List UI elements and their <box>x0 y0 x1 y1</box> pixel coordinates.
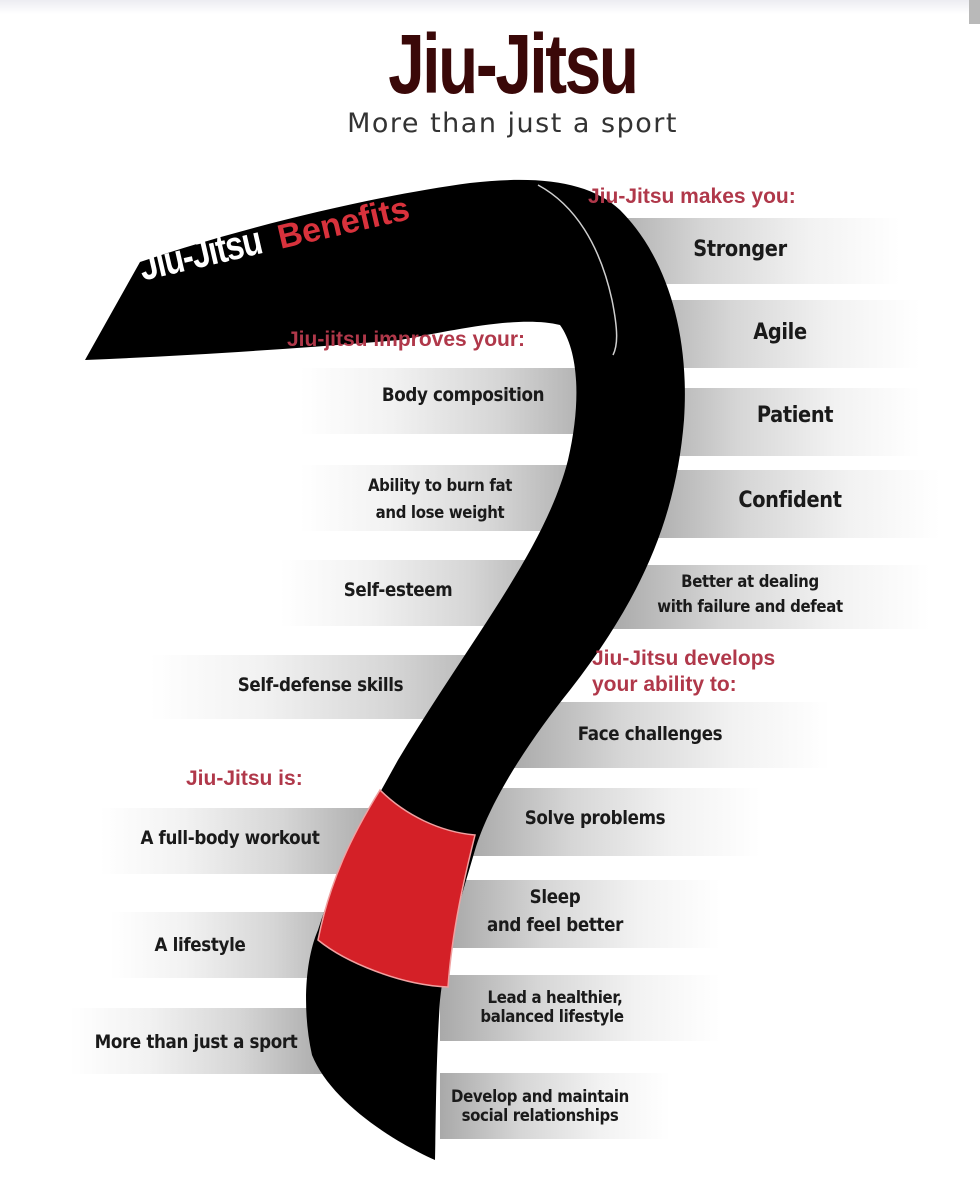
belt-red-stripe <box>317 788 476 988</box>
item-agile: Agile <box>753 320 807 345</box>
belt-fold-line <box>537 184 618 356</box>
item-lead-1: Lead a healthier, <box>487 988 623 1008</box>
item-solve-problems: Solve problems <box>524 807 666 829</box>
item-burn-fat-1: Ability to burn fat <box>367 476 513 496</box>
item-patient: Patient <box>756 403 834 428</box>
bar-face <box>510 702 830 768</box>
top-fade <box>0 0 980 14</box>
item-failure-2: with failure and defeat <box>657 597 843 617</box>
item-face-challenges: Face challenges <box>577 723 723 745</box>
heading-improves: Jiu-jitsu improves your: <box>287 328 526 351</box>
bar-lead <box>440 975 720 1041</box>
bar-workout <box>100 808 380 874</box>
item-more-than-sport: More than just a sport <box>94 1031 298 1053</box>
item-stronger: Stronger <box>693 237 787 262</box>
bar-develop <box>440 1073 670 1139</box>
item-sleep-1: Sleep <box>529 886 581 908</box>
page-title: Jiu-Jitsu <box>388 17 639 111</box>
bar-confident <box>640 470 940 538</box>
item-social-2: social relationships <box>461 1106 619 1126</box>
heading-is: Jiu-Jitsu is: <box>186 767 303 790</box>
bar-sport <box>70 1008 330 1074</box>
bar-body <box>300 368 605 434</box>
bar-patient <box>640 388 920 456</box>
item-failure-1: Better at dealing <box>681 572 819 592</box>
item-social-1: Develop and maintain <box>451 1087 629 1107</box>
item-self-defense: Self-defense skills <box>237 674 404 696</box>
item-body-composition: Body composition <box>381 384 545 406</box>
heading-develops-2: your ability to: <box>592 673 737 696</box>
heading-develops-1: Jiu-Jitsu develops <box>592 647 776 670</box>
bar-failure <box>610 565 930 629</box>
item-lead-2: balanced lifestyle <box>480 1007 624 1027</box>
page-subtitle: More than just a sport <box>347 108 678 139</box>
item-sleep-2: and feel better <box>486 914 624 936</box>
scrollbar-thumb[interactable] <box>969 0 980 24</box>
item-burn-fat-2: and lose weight <box>375 503 505 523</box>
heading-makes-you: Jiu-Jitsu makes you: <box>588 185 796 208</box>
item-self-esteem: Self-esteem <box>343 579 453 601</box>
item-confident: Confident <box>738 488 842 513</box>
item-lifestyle: A lifestyle <box>154 934 246 956</box>
item-full-body-workout: A full-body workout <box>140 827 320 849</box>
bar-solve <box>470 788 760 856</box>
bar-sleep <box>450 880 720 948</box>
